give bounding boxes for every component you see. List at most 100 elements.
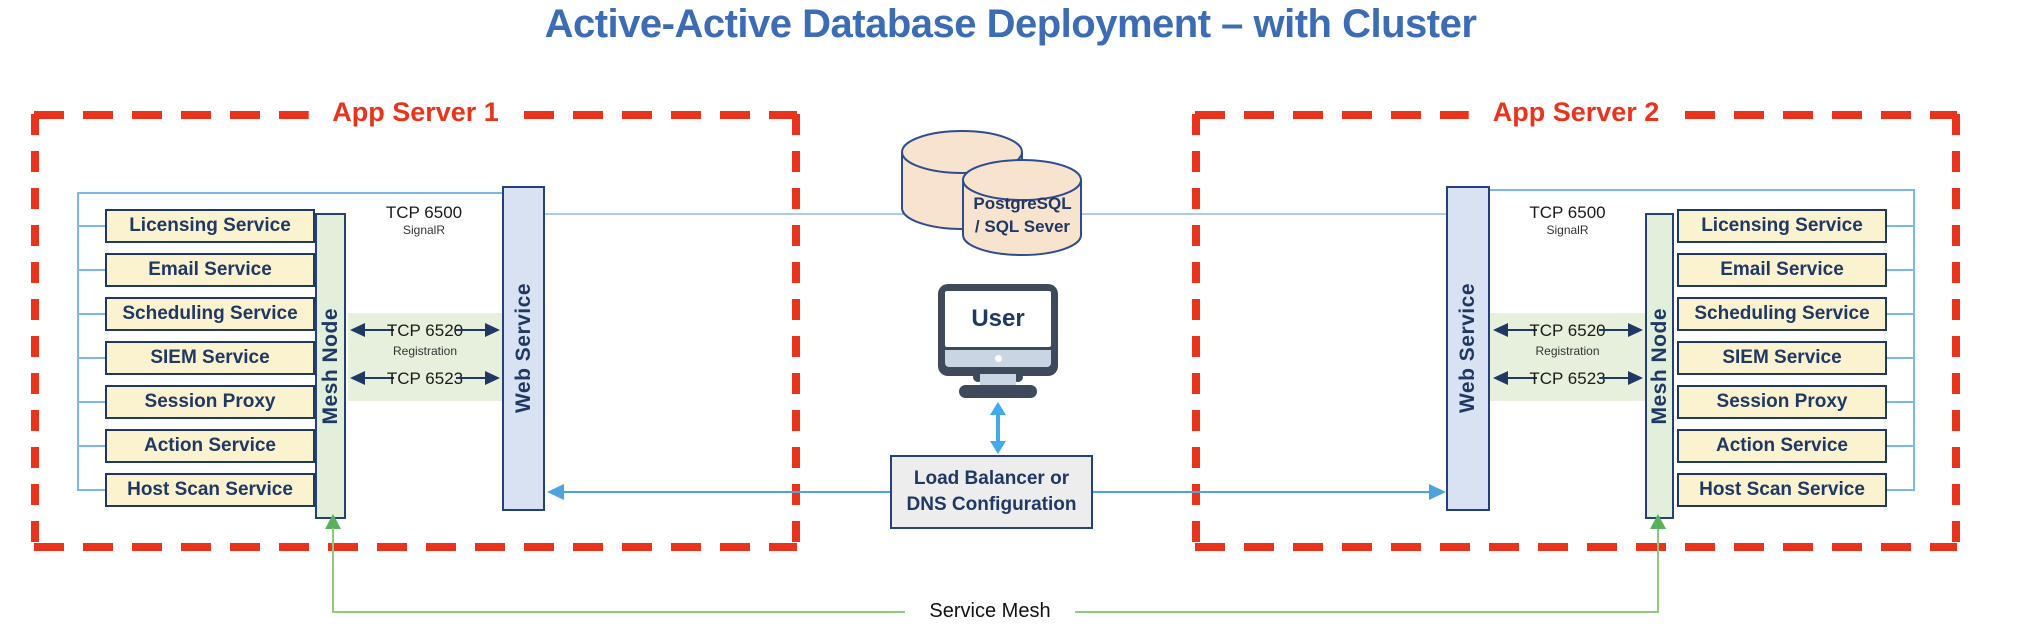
app-server-1-border-right: [792, 114, 800, 548]
server1-tcp6523-arrow-right-icon: [485, 371, 500, 385]
server2-tcp6523-port: TCP 6523: [1529, 369, 1606, 388]
server1-tcp6523-port: TCP 6523: [386, 369, 464, 388]
server2-tcp6523-arrow-left-icon: [1493, 371, 1508, 385]
server2-signalr-label: SignalR: [1546, 223, 1589, 237]
server2-registration-label-wrap: Registration: [1490, 344, 1645, 359]
app-server-2-border-left: [1192, 114, 1200, 548]
server1-tcp6523-shaft-right: [456, 377, 486, 379]
server1-registration-label: Registration: [392, 344, 458, 358]
server1-top-connector-line: [77, 192, 504, 194]
server2-tcp6523-shaft-left: [1508, 377, 1537, 379]
database-label: PostgreSQL / SQL Sever: [965, 192, 1080, 238]
database-label-line2: / SQL Sever: [974, 217, 1071, 236]
server1-service-host-scan: Host Scan Service: [105, 473, 315, 507]
server2-port-band: [1490, 313, 1645, 401]
server1-mesh-node-label: Mesh Node: [318, 307, 342, 425]
service-mesh-vline-right: [1657, 528, 1659, 613]
server2-stub-scheduling: [1887, 313, 1915, 315]
lb-to-server1-arrowhead-icon: [547, 484, 564, 500]
server1-tcp6520-shaft-left: [365, 329, 394, 331]
monitor-dot-icon: [995, 355, 1002, 362]
server2-service-scheduling: Scheduling Service: [1677, 297, 1887, 331]
server1-port-band: [348, 313, 502, 401]
server2-tcp6523-label-wrap: TCP 6523: [1490, 369, 1645, 389]
app-server-2-label: App Server 2: [1468, 97, 1684, 128]
server1-service-action: Action Service: [105, 429, 315, 463]
user-label: User: [945, 291, 1051, 347]
server1-web-service-bar: Web Service: [502, 186, 545, 511]
database-label-line1: PostgreSQL: [973, 194, 1072, 213]
server2-tcp6523-shaft-right: [1599, 377, 1629, 379]
app-server-1-border-bottom: [34, 543, 797, 551]
server1-registration-label-wrap: Registration: [348, 344, 502, 359]
service-mesh-arrow-server2-icon: [1650, 514, 1666, 529]
server2-bracket-line: [1913, 189, 1915, 491]
server1-stub-licensing: [77, 225, 105, 227]
server2-mesh-node-label: Mesh Node: [1647, 307, 1671, 425]
lb-to-server1-line: [563, 491, 890, 493]
monitor-stand-neck: [980, 374, 1016, 386]
app-server-1-label: App Server 1: [308, 97, 523, 128]
service-mesh-hline-left: [332, 611, 905, 613]
lb-to-server2-arrowhead-icon: [1429, 484, 1446, 500]
server2-registration-label: Registration: [1535, 344, 1600, 358]
server2-tcp6500-label: TCP 6500 SignalR: [1490, 203, 1645, 238]
server1-tcp6500-label: TCP 6500 SignalR: [346, 203, 502, 238]
server1-service-session-proxy: Session Proxy: [105, 385, 315, 419]
server2-tcp6520-shaft-right: [1599, 329, 1629, 331]
monitor-stand-base: [959, 385, 1037, 398]
service-mesh-hline-right: [1075, 611, 1659, 613]
server1-tcp6520-label-wrap: TCP 6520: [348, 321, 502, 341]
server1-tcp6500-port: TCP 6500: [385, 203, 463, 222]
server1-tcp6523-shaft-left: [365, 377, 394, 379]
server2-stub-hostscan: [1887, 489, 1915, 491]
user-computer-icon: User: [938, 284, 1058, 376]
app-server-2-frame: App Server 2: [1192, 97, 1960, 551]
load-balancer-label-line2: DNS Configuration: [906, 494, 1077, 515]
service-mesh-arrow-server1-icon: [325, 514, 341, 529]
server2-service-email: Email Service: [1677, 253, 1887, 287]
server1-tcp6520-arrow-left-icon: [350, 323, 365, 337]
server1-tcp6520-port: TCP 6520: [386, 321, 464, 340]
server1-tcp6520-shaft-right: [456, 329, 486, 331]
server2-tcp6520-shaft-left: [1508, 329, 1537, 331]
server1-tcp6520-arrow-right-icon: [485, 323, 500, 337]
server1-stub-siem: [77, 357, 105, 359]
server2-service-licensing: Licensing Service: [1677, 209, 1887, 243]
service-mesh-vline-left: [332, 528, 334, 613]
server2-top-connector-line: [1490, 189, 1915, 191]
server2-service-host-scan: Host Scan Service: [1677, 473, 1887, 507]
server2-mesh-node-bar: Mesh Node: [1645, 213, 1674, 519]
server2-web-service-label: Web Service: [1456, 283, 1479, 414]
monitor-foot-right-icon: [1013, 372, 1023, 382]
server1-stub-action: [77, 445, 105, 447]
load-balancer-box: Load Balancer or DNS Configuration: [890, 455, 1093, 529]
monitor-menubar: [945, 350, 1051, 367]
server2-stub-session: [1887, 401, 1915, 403]
server2-stub-action: [1887, 445, 1915, 447]
server1-web-service-label: Web Service: [511, 283, 535, 414]
server2-stub-licensing: [1887, 225, 1915, 227]
service-mesh-label: Service Mesh: [929, 600, 1051, 622]
server2-tcp6520-arrow-left-icon: [1493, 323, 1508, 337]
page-title: Active-Active Database Deployment – with…: [544, 2, 1477, 46]
app-server-1-frame: App Server 1: [31, 97, 800, 551]
server1-signalr-label: SignalR: [402, 223, 446, 237]
database-cylinders-icon: [901, 130, 1082, 256]
server2-stub-siem: [1887, 357, 1915, 359]
user-lb-arrow-shaft: [996, 410, 1000, 446]
server2-tcp6523-arrow-right-icon: [1628, 371, 1643, 385]
monitor-foot-left-icon: [973, 372, 983, 382]
server2-service-session-proxy: Session Proxy: [1677, 385, 1887, 419]
server2-tcp6520-arrow-right-icon: [1628, 323, 1643, 337]
server2-tcp6500-port: TCP 6500: [1529, 203, 1606, 222]
server1-bracket-line: [77, 192, 79, 491]
server2-service-siem: SIEM Service: [1677, 341, 1887, 375]
server1-stub-scheduling: [77, 313, 105, 315]
app-server-1-border-left: [31, 114, 39, 548]
server1-service-email: Email Service: [105, 253, 315, 287]
server2-service-action: Action Service: [1677, 429, 1887, 463]
server1-stub-hostscan: [77, 489, 105, 491]
lb-to-server2-line: [1093, 491, 1430, 493]
